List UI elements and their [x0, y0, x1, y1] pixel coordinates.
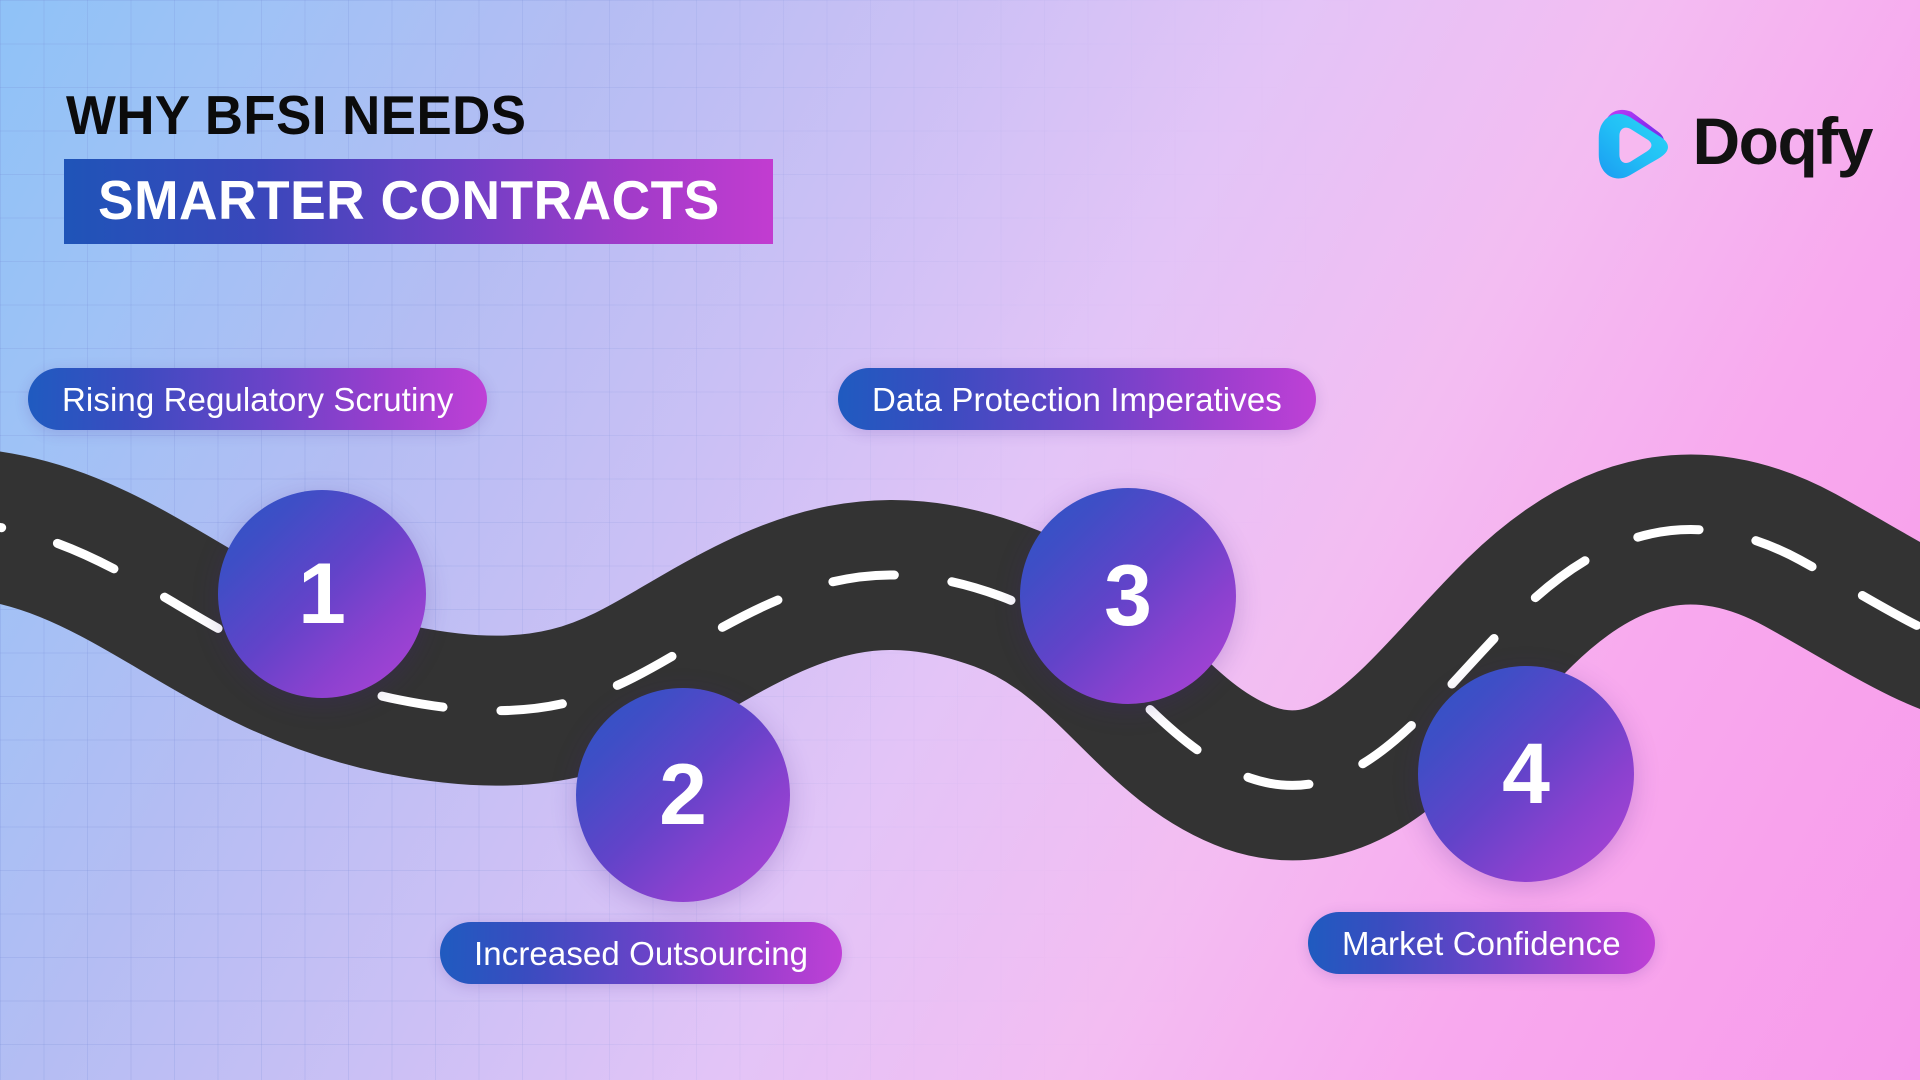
step-label-text: Data Protection Imperatives — [872, 380, 1282, 418]
step-label-text: Increased Outsourcing — [474, 934, 809, 972]
headline-banner: SMARTER CONTRACTS — [64, 159, 773, 244]
step-node-2[interactable]: 2 — [576, 688, 790, 902]
step-number: 4 — [1502, 726, 1550, 822]
page-title: WHY BFSI NEEDS SMARTER CONTRACTS — [64, 88, 773, 244]
step-node-3[interactable]: 3 — [1020, 488, 1236, 704]
logo-wordmark: Doqfy — [1692, 104, 1874, 178]
step-label-3[interactable]: Data Protection Imperatives — [838, 368, 1316, 430]
step-node-4[interactable]: 4 — [1418, 666, 1634, 882]
brand-logo[interactable]: Doqfy — [1585, 98, 1874, 184]
headline-line-1: WHY BFSI NEEDS — [66, 84, 527, 146]
step-number: 1 — [298, 546, 346, 642]
step-label-4[interactable]: Market Confidence — [1308, 912, 1655, 974]
step-number: 2 — [659, 747, 707, 843]
step-label-text: Rising Regulatory Scrutiny — [62, 380, 454, 418]
step-node-1[interactable]: 1 — [218, 490, 426, 698]
step-label-text: Market Confidence — [1342, 924, 1621, 962]
doqfy-play-triangle-icon — [1598, 109, 1668, 179]
step-label-2[interactable]: Increased Outsourcing — [440, 922, 843, 984]
step-label-1[interactable]: Rising Regulatory Scrutiny — [28, 368, 488, 430]
headline-line-2: SMARTER CONTRACTS — [98, 169, 720, 231]
step-number: 3 — [1104, 548, 1152, 644]
